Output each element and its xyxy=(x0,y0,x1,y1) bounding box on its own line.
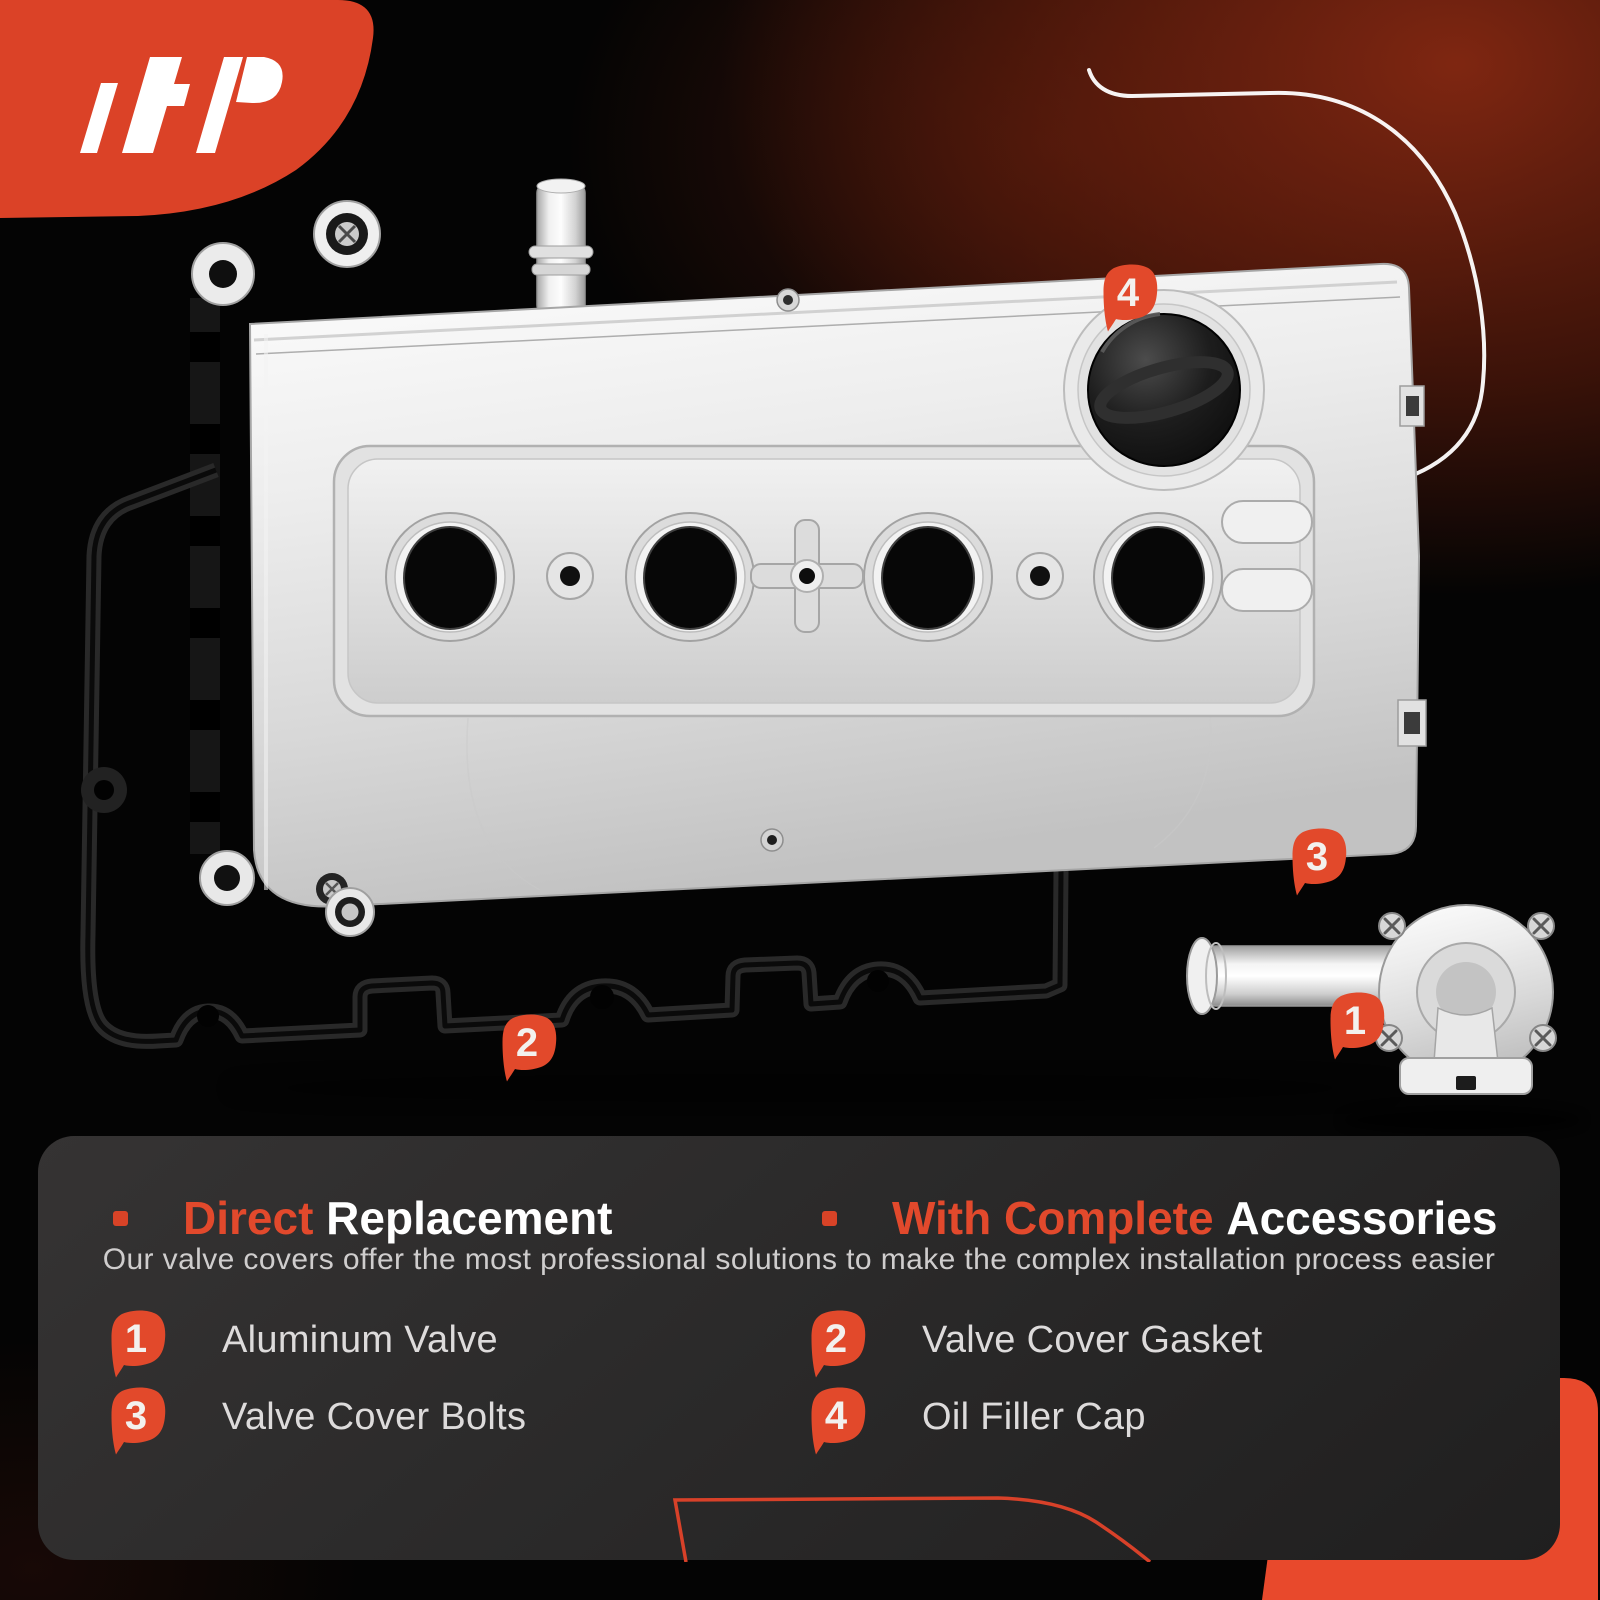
callout-number: 3 xyxy=(1305,835,1329,879)
item-number: 1 xyxy=(124,1317,148,1361)
list-item-valve-cover-gasket: 2 Valve Cover Gasket xyxy=(810,1310,1450,1378)
heading-direct-replacement: Direct Replacement xyxy=(113,1192,613,1244)
callout-3: 3 xyxy=(1291,828,1348,896)
ribbon-icon xyxy=(811,1310,866,1378)
list-item-oil-filler-cap: 4 Oil Filler Cap xyxy=(810,1387,1450,1455)
valve-cover-illustration xyxy=(80,68,1582,1134)
ribbon-icon xyxy=(111,1387,166,1455)
heading-rest: Accessories xyxy=(1226,1192,1498,1244)
breather-tube xyxy=(528,178,594,315)
gasket-part xyxy=(80,298,1070,1049)
item-number-badge: 4 xyxy=(810,1387,867,1455)
callout-number: 2 xyxy=(515,1021,539,1065)
decor-white-curve xyxy=(1087,68,1487,483)
callout-ribbon-icon xyxy=(1330,992,1385,1060)
callout-ribbon-icon xyxy=(502,1014,557,1082)
valve-cover-part xyxy=(191,178,1427,937)
item-label: Oil Filler Cap xyxy=(922,1395,1146,1438)
callout-number: 1 xyxy=(1343,999,1367,1043)
brand-logo xyxy=(0,0,374,218)
info-panel: Direct Replacement With Complete Accesso… xyxy=(38,1136,1560,1562)
item-label: Aluminum Valve xyxy=(222,1318,498,1361)
item-number: 4 xyxy=(824,1394,848,1438)
callout-1: 1 xyxy=(1329,992,1386,1060)
spark-plug-holes xyxy=(385,512,1223,642)
heading-complete-accessories: With Complete Accessories xyxy=(822,1192,1498,1244)
bullet-square-icon xyxy=(113,1210,128,1226)
brand-logo-letters xyxy=(80,57,283,153)
heading-accent: With Complete xyxy=(892,1192,1214,1244)
panel-subtitle: Our valve covers offer the most professi… xyxy=(102,1243,1496,1276)
aluminum-valve-part xyxy=(1186,904,1557,1095)
item-number: 2 xyxy=(824,1317,848,1361)
ribbon-icon xyxy=(811,1387,866,1455)
item-number-badge: 1 xyxy=(110,1310,167,1378)
center-cross-boss xyxy=(750,519,864,633)
item-label: Valve Cover Bolts xyxy=(222,1395,527,1438)
ribbon-icon xyxy=(111,1310,166,1378)
item-label: Valve Cover Gasket xyxy=(922,1318,1263,1361)
item-number: 3 xyxy=(124,1394,148,1438)
item-number-badge: 3 xyxy=(110,1387,167,1455)
callout-2: 2 xyxy=(501,1014,558,1082)
callout-4: 4 xyxy=(1102,264,1159,332)
panel-accent-swoosh xyxy=(672,1496,1152,1562)
heading-accent: Direct xyxy=(183,1192,314,1244)
bullet-square-icon xyxy=(822,1210,837,1226)
callout-ribbon-icon xyxy=(1103,264,1158,332)
callout-number: 4 xyxy=(1116,271,1140,315)
heading-rest: Replacement xyxy=(326,1192,613,1244)
list-item-aluminum-valve: 1 Aluminum Valve xyxy=(110,1310,750,1378)
oil-filler-cap-part xyxy=(1063,289,1265,491)
item-number-badge: 2 xyxy=(810,1310,867,1378)
hero-photo: AP 1 2 3 4 xyxy=(0,0,1582,1134)
callout-ribbon-icon xyxy=(1292,828,1347,896)
list-item-valve-cover-bolts: 3 Valve Cover Bolts xyxy=(110,1387,750,1455)
